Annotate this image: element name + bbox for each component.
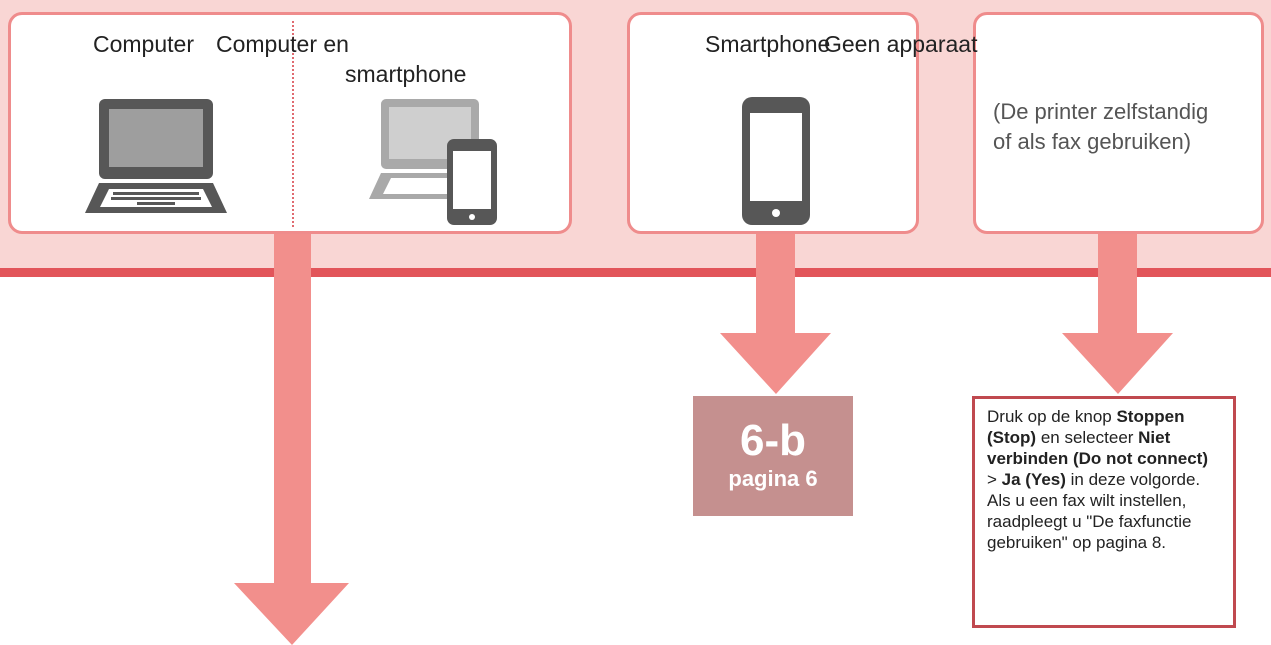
section-number: 6-b — [740, 416, 806, 465]
arrow-no-device — [1062, 234, 1173, 394]
option-card-no-device[interactable]: (De printer zelfstandig of als fax gebru… — [973, 12, 1264, 234]
instruction-text-4: in deze volgorde. Als u een fax wilt ins… — [987, 470, 1201, 552]
option-card-computer[interactable]: Computer Computer en smartphone — [8, 12, 572, 234]
instruction-box: Druk op de knop Stoppen (Stop) en select… — [972, 396, 1236, 628]
instruction-text-2: en selecteer — [1036, 428, 1139, 447]
stop-button-name: Stoppen (Stop) — [987, 407, 1185, 447]
option-card-smartphone[interactable]: Smartphone — [627, 12, 919, 234]
no-device-note-line2: of als fax gebruiken) — [993, 129, 1192, 154]
no-device-note-line1: (De printer zelfstandig — [993, 99, 1209, 124]
instruction-text-1: Druk op de knop — [987, 407, 1117, 426]
computer-smartphone-label: Computer en — [216, 31, 349, 57]
computer-smartphone-label-line2: smartphone — [345, 61, 467, 87]
arrow-smartphone — [720, 234, 831, 394]
instruction-text-3: > — [987, 470, 1002, 489]
smartphone-icon — [742, 97, 810, 225]
computer-label: Computer — [93, 31, 194, 57]
no-device-label: Geen apparaat — [824, 31, 978, 57]
arrow-computer — [234, 234, 349, 645]
page-number: pagina 6 — [728, 466, 818, 491]
do-not-connect-option: Niet verbinden (Do not connect) — [987, 428, 1208, 468]
smartphone-label: Smartphone — [705, 31, 831, 57]
yes-option: Ja (Yes) — [1001, 470, 1066, 489]
page-reference-box[interactable]: 6-b pagina 6 — [693, 396, 853, 516]
card-divider — [292, 21, 294, 227]
band-divider-line — [0, 268, 1271, 277]
laptop-icon — [85, 99, 227, 213]
laptop-smartphone-icon — [369, 99, 497, 225]
